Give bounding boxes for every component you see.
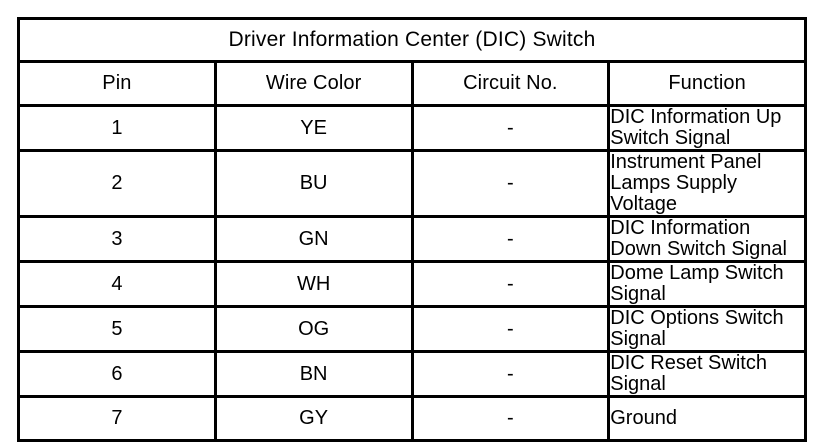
column-header-function: Function: [607, 60, 807, 107]
cell-pin: 4: [17, 260, 217, 308]
cell-circuit-no: -: [410, 350, 611, 398]
cell-circuit-no: -: [410, 305, 611, 353]
table-row: 4 WH - Dome Lamp Switch Signal: [17, 260, 807, 308]
table-title: Driver Information Center (DIC) Switch: [17, 17, 807, 63]
cell-function: Ground: [607, 395, 807, 442]
page-canvas: Driver Information Center (DIC) Switch P…: [17, 17, 807, 442]
cell-pin: 3: [17, 215, 217, 263]
cell-function: DIC Information Up Switch Signal: [607, 104, 807, 152]
cell-function: DIC Information Down Switch Signal: [607, 215, 807, 263]
cell-circuit-no: -: [410, 260, 611, 308]
dic-switch-pinout-table: Driver Information Center (DIC) Switch P…: [17, 17, 807, 442]
cell-circuit-no: -: [410, 395, 611, 442]
cell-wire-color: GN: [213, 215, 414, 263]
table-header-row: Pin Wire Color Circuit No. Function: [17, 60, 807, 107]
table-row: 1 YE - DIC Information Up Switch Signal: [17, 104, 807, 152]
cell-wire-color: WH: [213, 260, 414, 308]
cell-circuit-no: -: [410, 104, 611, 152]
table-row: 7 GY - Ground: [17, 395, 807, 442]
cell-wire-color: YE: [213, 104, 414, 152]
cell-circuit-no: -: [410, 149, 611, 218]
cell-function: Instrument Panel Lamps Supply Voltage: [607, 149, 807, 218]
column-header-pin: Pin: [17, 60, 217, 107]
table-row: 3 GN - DIC Information Down Switch Signa…: [17, 215, 807, 263]
table-title-row: Driver Information Center (DIC) Switch: [17, 17, 807, 63]
table-row: 6 BN - DIC Reset Switch Signal: [17, 350, 807, 398]
cell-pin: 1: [17, 104, 217, 152]
column-header-circuit-no: Circuit No.: [410, 60, 611, 107]
table-row: 2 BU - Instrument Panel Lamps Supply Vol…: [17, 149, 807, 218]
column-header-wire-color: Wire Color: [213, 60, 414, 107]
table-row: 5 OG - DIC Options Switch Signal: [17, 305, 807, 353]
cell-wire-color: BN: [213, 350, 414, 398]
cell-wire-color: OG: [213, 305, 414, 353]
cell-wire-color: BU: [213, 149, 414, 218]
cell-pin: 7: [17, 395, 217, 442]
cell-pin: 6: [17, 350, 217, 398]
cell-circuit-no: -: [410, 215, 611, 263]
cell-function: DIC Options Switch Signal: [607, 305, 807, 353]
cell-wire-color: GY: [213, 395, 414, 442]
cell-function: Dome Lamp Switch Signal: [607, 260, 807, 308]
cell-pin: 2: [17, 149, 217, 218]
cell-function: DIC Reset Switch Signal: [607, 350, 807, 398]
cell-pin: 5: [17, 305, 217, 353]
